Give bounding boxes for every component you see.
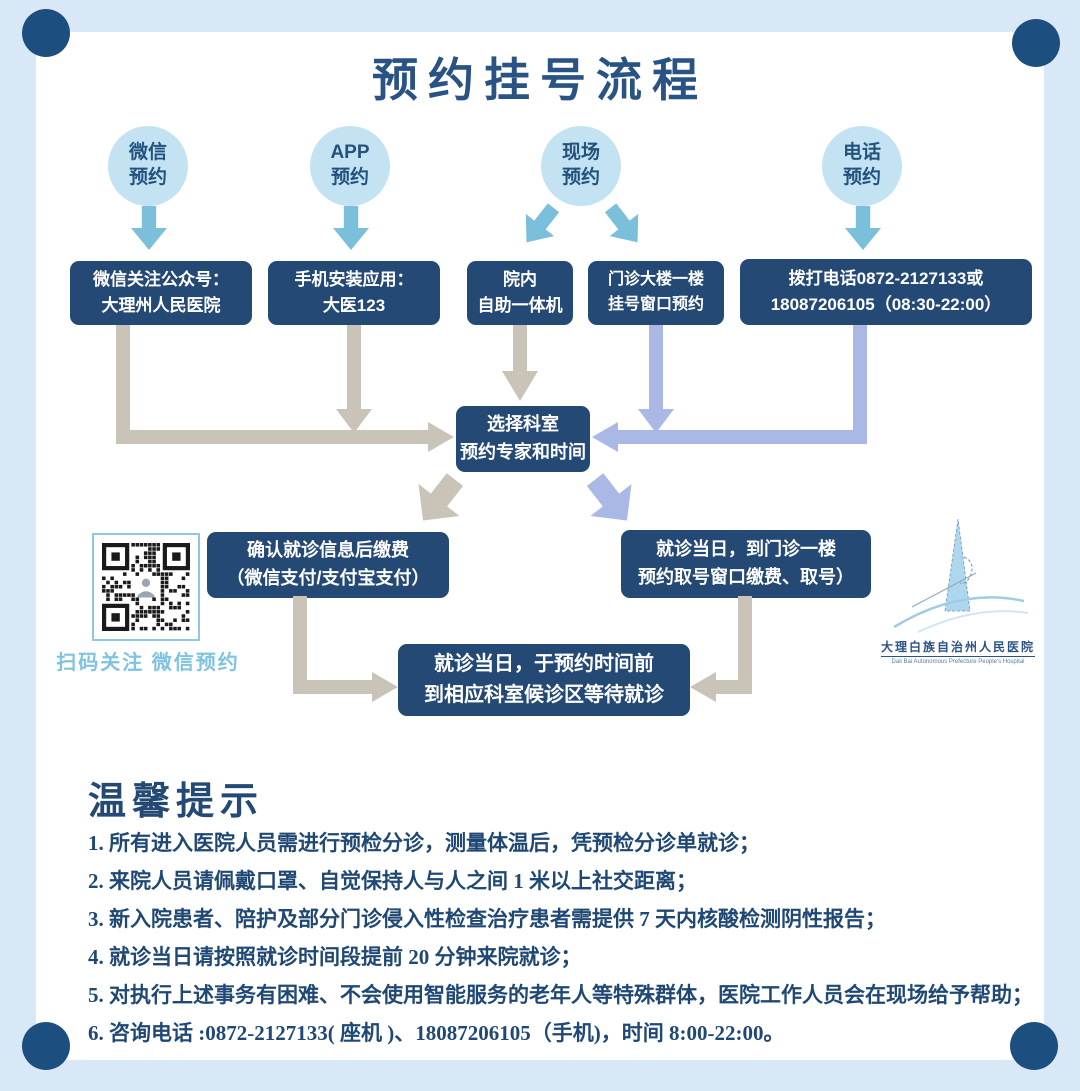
connector-line (116, 325, 130, 437)
channel-circle-phone: 电话 预约 (822, 126, 902, 206)
box-app-install: 手机安装应用： 大医123 (268, 261, 440, 325)
box-registration-window: 门诊大楼一楼 挂号窗口预约 (588, 261, 724, 325)
tips-heading: 温馨提示 (88, 781, 265, 823)
tip-item: 6. 咨询电话 :0872-2127133( 座机 )、18087206105（… (88, 1020, 785, 1045)
connector-line (116, 430, 430, 444)
connector-line (738, 596, 752, 694)
connector-line (347, 325, 361, 411)
tip-item: 4. 就诊当日请按照就诊时间段提前 20 分钟来院就诊； (88, 944, 582, 969)
connector-line (293, 596, 307, 694)
box-self-service-kiosk: 院内 自助一体机 (467, 261, 573, 325)
channel-circle-wechat: 微信 预约 (108, 126, 188, 206)
page-title: 预约挂号流程 (372, 54, 708, 106)
box-pay-onsite: 就诊当日，到门诊一楼 预约取号窗口缴费、取号） (621, 530, 871, 598)
connector-line (513, 325, 527, 373)
qr-code-image (102, 543, 190, 631)
connector-line (716, 680, 752, 694)
tip-item: 3. 新入院患者、陪护及部分门诊侵入性检查治疗患者需提供 7 天内核酸检测阴性报… (88, 906, 886, 931)
pagoda-logo-icon (893, 518, 1029, 633)
connector-line (617, 430, 867, 444)
hospital-name-cn: 大理白族自治州人民医院 (880, 638, 1035, 657)
channel-circle-app: APP 预约 (310, 126, 390, 206)
corner-dot-top-left (22, 9, 70, 57)
connector-line (293, 680, 373, 694)
box-wait-for-visit: 就诊当日，于预约时间前 到相应科室候诊区等待就诊 (398, 644, 690, 716)
box-wechat-official-account: 微信关注公众号： 大理州人民医院 (70, 261, 252, 325)
corner-dot-top-right (1012, 19, 1060, 67)
connector-line (649, 325, 663, 411)
hospital-name-en: Dali Bai Autonomous Prefecture People's … (891, 659, 1025, 665)
box-pay-online: 确认就诊信息后缴费 （微信支付/支付宝支付） (207, 532, 449, 598)
tip-item: 5. 对执行上述事务有困难、不会使用智能服务的老年人等特殊群体，医院工作人员会在… (88, 982, 1033, 1007)
qr-caption: 扫码关注 微信预约 (56, 652, 240, 674)
tips-list: 1. 所有进入医院人员需进行预检分诊，测量体温后，凭预检分诊单就诊； 2. 来院… (88, 830, 1033, 1058)
box-select-department: 选择科室 预约专家和时间 (456, 406, 590, 472)
box-phone-number: 拨打电话0872-2127133或 18087206105（08:30-22:0… (740, 259, 1032, 325)
corner-dot-bottom-left (22, 1022, 70, 1070)
hospital-logo: 大理白族自治州人民医院 Dali Bai Autonomous Prefectu… (878, 515, 1038, 665)
corner-dot-bottom-right (1010, 1022, 1058, 1070)
tip-item: 1. 所有进入医院人员需进行预检分诊，测量体温后，凭预检分诊单就诊； (88, 831, 760, 855)
tip-item: 2. 来院人员请佩戴口罩、自觉保持人与人之间 1 米以上社交距离； (88, 868, 697, 893)
channel-circle-onsite: 现场 预约 (541, 126, 621, 206)
connector-line (853, 325, 867, 437)
qr-code (92, 533, 200, 641)
